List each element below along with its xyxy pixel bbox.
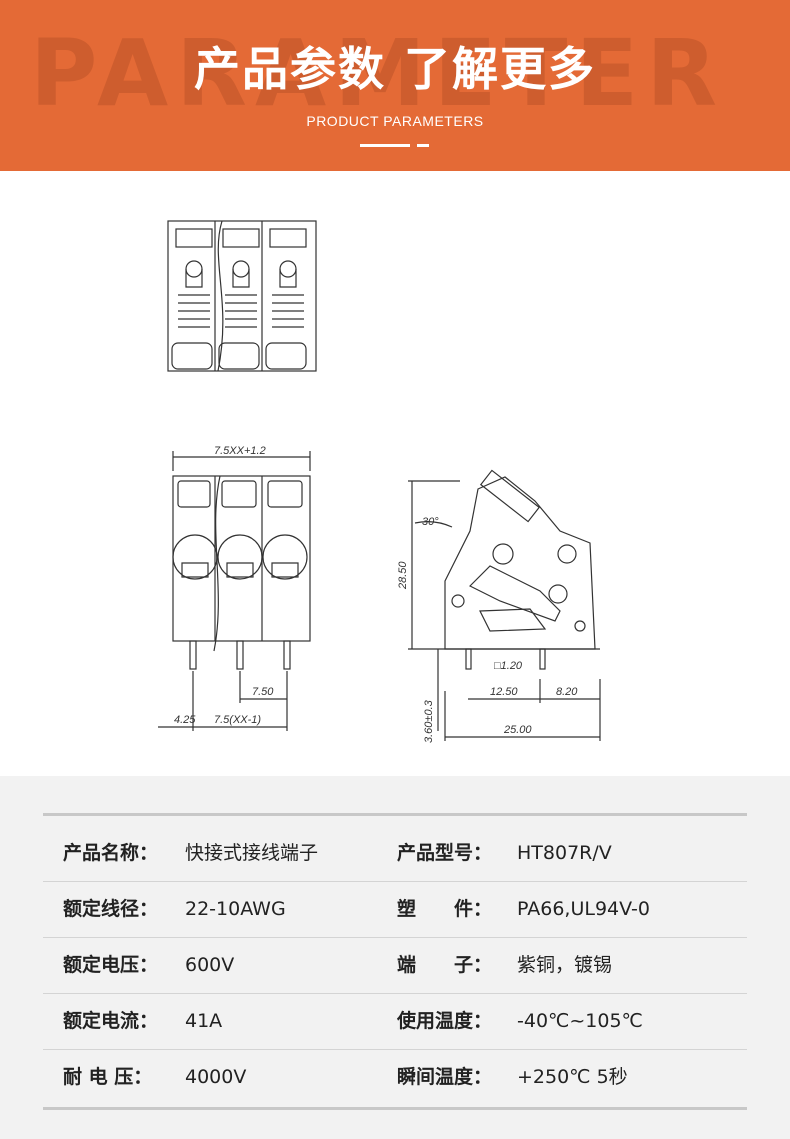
front-view <box>158 451 311 731</box>
spec-row: 产品名称： 快接式接线端子 产品型号： HT807R/V <box>43 826 747 882</box>
dim-overall-width: 7.5XX+1.2 <box>214 445 266 457</box>
technical-drawing: 7.5XX+1.2 7.50 4.25 7.5(XX-1) 30° 28.50 … <box>0 171 790 776</box>
spec-label-model: 产品型号： <box>397 842 493 864</box>
header-banner: PARAMETER 产品参数 了解更多 PRODUCT PARAMETERS <box>0 0 790 171</box>
spec-label-operating-temp: 使用温度： <box>397 1010 493 1032</box>
row-divider <box>43 881 747 882</box>
spec-value-wire-gauge: 22-10AWG <box>185 898 286 920</box>
dim-pitch: 7.50 <box>252 686 274 698</box>
spec-label-peak-temp: 瞬间温度： <box>397 1066 493 1088</box>
title-underline-dot <box>417 144 429 147</box>
spec-value-voltage: 600V <box>185 954 235 976</box>
page-title: 产品参数 了解更多 <box>193 42 596 96</box>
dim-pin-length: 3.60±0.3 <box>423 699 435 743</box>
spec-label-product-name: 产品名称： <box>63 842 159 864</box>
spec-value-plastic: PA66,UL94V-0 <box>517 898 650 920</box>
spec-row: 耐 电 压： 4000V 瞬间温度： +250℃ 5秒 <box>43 1050 747 1106</box>
top-view <box>167 220 317 372</box>
spec-top-rule <box>43 813 747 816</box>
row-divider <box>43 937 747 938</box>
spec-value-operating-temp: -40℃~105℃ <box>517 1010 643 1032</box>
dim-height: 28.50 <box>397 561 409 590</box>
header-watermark: PARAMETER <box>30 20 726 127</box>
side-view <box>408 469 601 741</box>
spec-label-withstand-voltage: 耐 电 压： <box>63 1066 153 1088</box>
spec-row: 额定线径： 22-10AWG 塑 件： PA66,UL94V-0 <box>43 882 747 938</box>
spec-label-voltage: 额定电压： <box>63 954 159 976</box>
dim-pin: □1.20 <box>494 660 523 672</box>
drawing-svg: 7.5XX+1.2 7.50 4.25 7.5(XX-1) 30° 28.50 … <box>158 220 601 743</box>
spec-label-terminal: 端 子： <box>397 954 493 976</box>
spec-section: 产品名称： 快接式接线端子 产品型号： HT807R/V 额定线径： 22-10… <box>0 776 790 1139</box>
spec-bottom-rule <box>43 1107 747 1110</box>
dim-angle: 30° <box>422 516 439 528</box>
dim-25-00: 25.00 <box>503 724 532 736</box>
spec-label-plastic: 塑 件： <box>397 898 493 920</box>
spec-value-terminal: 紫铜，镀锡 <box>517 954 613 976</box>
spec-value-model: HT807R/V <box>517 842 612 864</box>
spec-value-current: 41A <box>185 1010 223 1032</box>
spec-label-wire-gauge: 额定线径： <box>63 898 159 920</box>
dim-8-20: 8.20 <box>556 686 578 698</box>
page-subtitle: PRODUCT PARAMETERS <box>306 113 484 129</box>
row-divider <box>43 1049 747 1050</box>
spec-label-current: 额定电流： <box>63 1010 159 1032</box>
spec-value-product-name: 快接式接线端子 <box>185 842 319 864</box>
spec-row: 额定电流： 41A 使用温度： -40℃~105℃ <box>43 994 747 1050</box>
dim-12-50: 12.50 <box>490 686 518 698</box>
spec-row: 额定电压： 600V 端 子： 紫铜，镀锡 <box>43 938 747 994</box>
dim-edge: 4.25 <box>174 714 196 726</box>
dim-span: 7.5(XX-1) <box>214 714 261 726</box>
spec-value-withstand-voltage: 4000V <box>185 1066 247 1088</box>
row-divider <box>43 993 747 994</box>
title-underline <box>360 144 410 147</box>
spec-value-peak-temp: +250℃ 5秒 <box>517 1066 628 1088</box>
